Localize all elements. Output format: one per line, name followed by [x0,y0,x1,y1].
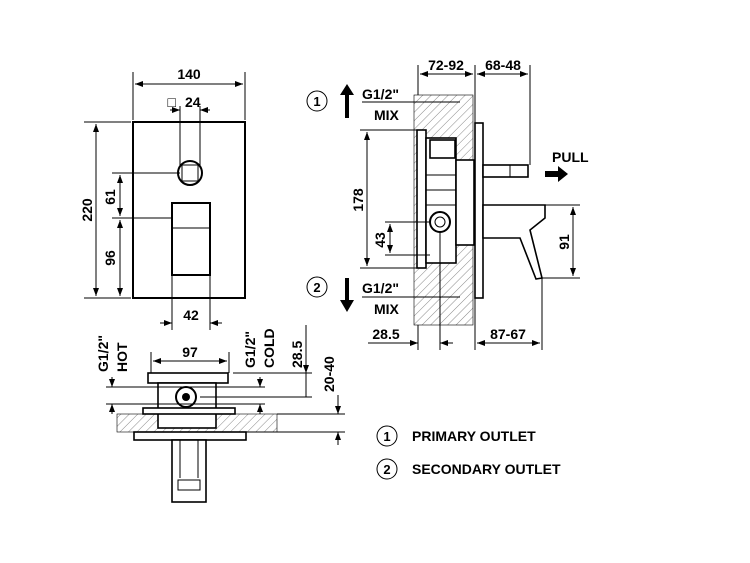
dim-depth-a: 72-92 [428,57,464,73]
dim-projection: 87-67 [490,326,526,342]
legend-primary-outlet: PRIMARY OUTLET [412,428,536,444]
front-view: 140 □ 24 220 61 96 42 [79,66,246,330]
arrow-down-icon [340,278,354,312]
bottom-view: 97 G1/2" HOT G1/2" COLD 28.5 20-40 [95,325,345,503]
dim-height: 220 [79,198,95,222]
outlet-1-label: MIX [374,107,400,123]
outlet-1-badge [306,90,328,112]
square-symbol: □ [168,94,177,110]
hot-thread: G1/2" [95,335,111,372]
side-plate [474,122,484,299]
dim-lever-width: 42 [183,307,199,323]
side-lever [482,204,546,280]
cold-label: COLD [261,328,277,368]
valve-body [157,382,217,429]
dim-height-side: 178 [350,188,366,212]
dim-outlet-offset: 28.5 [372,326,399,342]
pull-label: PULL [552,149,589,165]
dim-square: 24 [185,94,201,110]
hot-label: HOT [114,342,130,372]
dim-width: 140 [177,66,201,82]
svg-text:1: 1 [383,429,390,444]
bottom-handle [171,439,207,503]
arrow-right-icon [545,166,568,182]
svg-text:2: 2 [313,280,320,295]
arrow-up-icon [340,84,354,118]
legend-badge-1 [376,425,398,447]
outlet-1-thread: G1/2" [362,86,399,102]
dim-depth-b: 68-48 [485,57,521,73]
dim-body-width: 97 [182,344,198,360]
dim-center: 43 [372,232,388,248]
dim-wall-depth: 20-40 [321,356,337,392]
cover-plate [132,121,246,299]
dim-lower: 96 [102,250,118,266]
pull-rod [482,164,529,178]
dim-offset: 28.5 [289,341,305,368]
legend: 1 PRIMARY OUTLET 2 SECONDARY OUTLET [376,425,561,480]
dim-upper: 61 [102,189,118,205]
bottom-plate [133,431,247,441]
legend-badge-2 [376,458,398,480]
legend-secondary-outlet: SECONDARY OUTLET [412,461,561,477]
side-view: 72-92 68-48 1 G1/2" MIX 2 G1/2" MIX 178 … [306,57,589,350]
svg-text:2: 2 [383,462,390,477]
dim-lever-height: 91 [556,234,572,250]
outlet-2-label: MIX [374,301,400,317]
svg-text:1: 1 [313,94,320,109]
valve-body-side [425,137,457,264]
outlet-2-thread: G1/2" [362,280,399,296]
cold-thread: G1/2" [242,331,258,368]
lever-handle [171,202,211,276]
outlet-2-badge [306,276,328,298]
